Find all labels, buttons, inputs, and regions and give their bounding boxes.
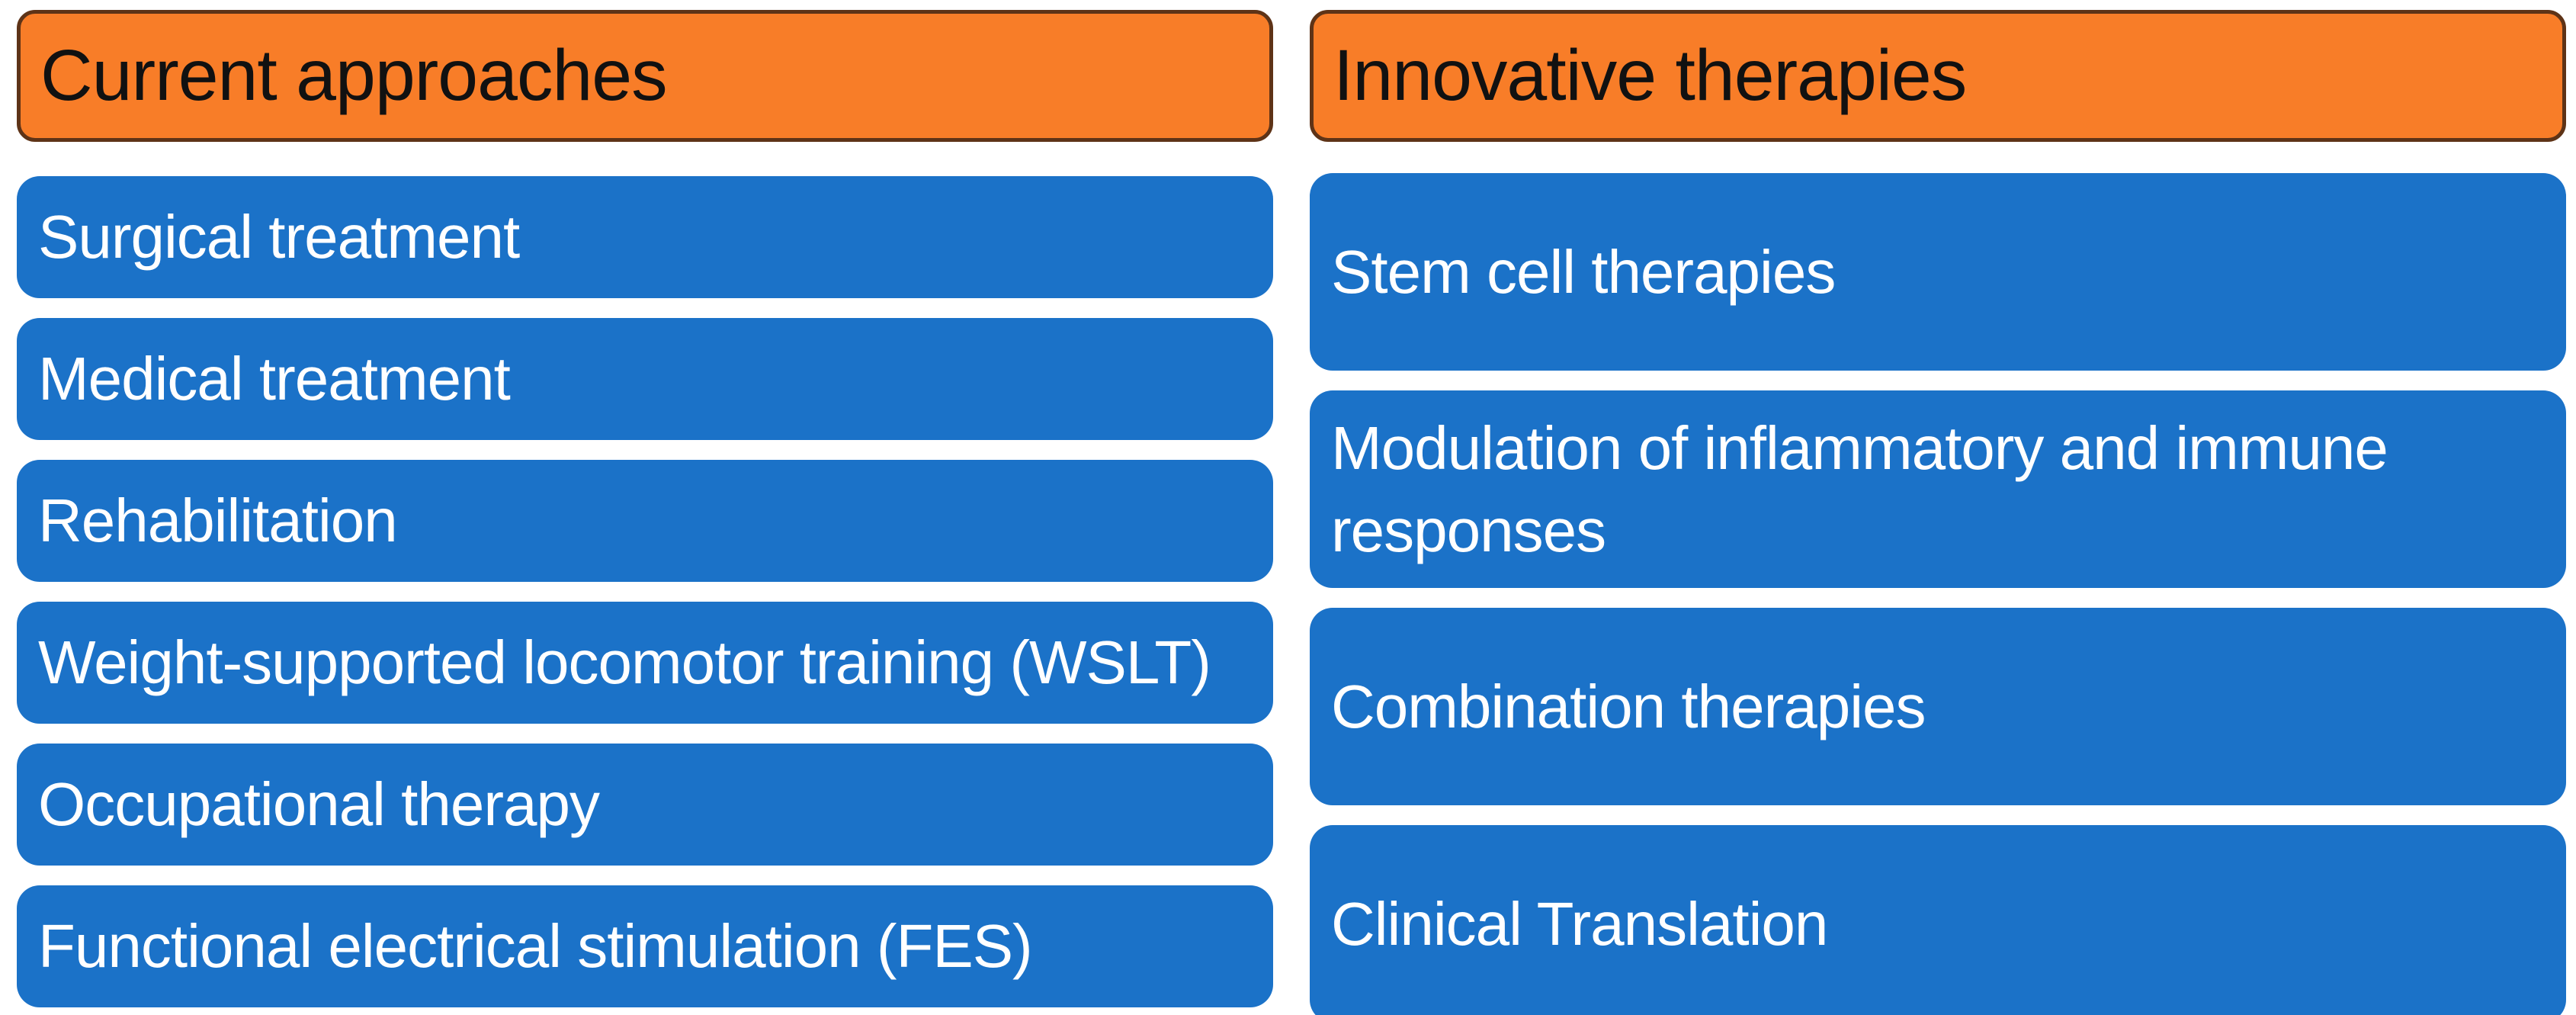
item-surgical-treatment-label: Surgical treatment bbox=[38, 203, 520, 271]
header-innovative-therapies: Innovative therapies bbox=[1310, 10, 2566, 142]
item-functional-electrical-stimulation-label: Functional electrical stimulation (FES) bbox=[38, 912, 1033, 980]
column-innovative-therapies: Innovative therapies Stem cell therapies… bbox=[1310, 0, 2566, 1015]
item-clinical-translation: Clinical Translation bbox=[1310, 825, 2566, 1015]
item-modulation-inflammatory-immune-responses: Modulation of inflammatory and immune re… bbox=[1310, 390, 2566, 588]
item-rehabilitation: Rehabilitation bbox=[17, 460, 1273, 582]
item-surgical-treatment: Surgical treatment bbox=[17, 176, 1273, 298]
item-weight-supported-locomotor-training: Weight-supported locomotor training (WSL… bbox=[17, 602, 1273, 724]
item-clinical-translation-label: Clinical Translation bbox=[1331, 889, 1828, 958]
item-occupational-therapy: Occupational therapy bbox=[17, 744, 1273, 866]
item-modulation-inflammatory-immune-responses-label: Modulation of inflammatory and immune re… bbox=[1331, 413, 2388, 564]
item-functional-electrical-stimulation: Functional electrical stimulation (FES) bbox=[17, 885, 1273, 1007]
header-current-approaches: Current approaches bbox=[17, 10, 1273, 142]
item-stem-cell-therapies: Stem cell therapies bbox=[1310, 173, 2566, 371]
item-medical-treatment: Medical treatment bbox=[17, 318, 1273, 440]
item-combination-therapies: Combination therapies bbox=[1310, 608, 2566, 805]
column-current-approaches: Current approaches Surgical treatment Me… bbox=[17, 0, 1273, 1015]
item-rehabilitation-label: Rehabilitation bbox=[38, 487, 398, 554]
item-occupational-therapy-label: Occupational therapy bbox=[38, 770, 600, 838]
item-stem-cell-therapies-label: Stem cell therapies bbox=[1331, 237, 1836, 306]
header-current-approaches-label: Current approaches bbox=[40, 35, 668, 117]
item-weight-supported-locomotor-training-label: Weight-supported locomotor training (WSL… bbox=[38, 628, 1211, 696]
item-medical-treatment-label: Medical treatment bbox=[38, 345, 511, 413]
header-innovative-therapies-label: Innovative therapies bbox=[1333, 35, 1967, 117]
item-combination-therapies-label: Combination therapies bbox=[1331, 672, 1926, 740]
